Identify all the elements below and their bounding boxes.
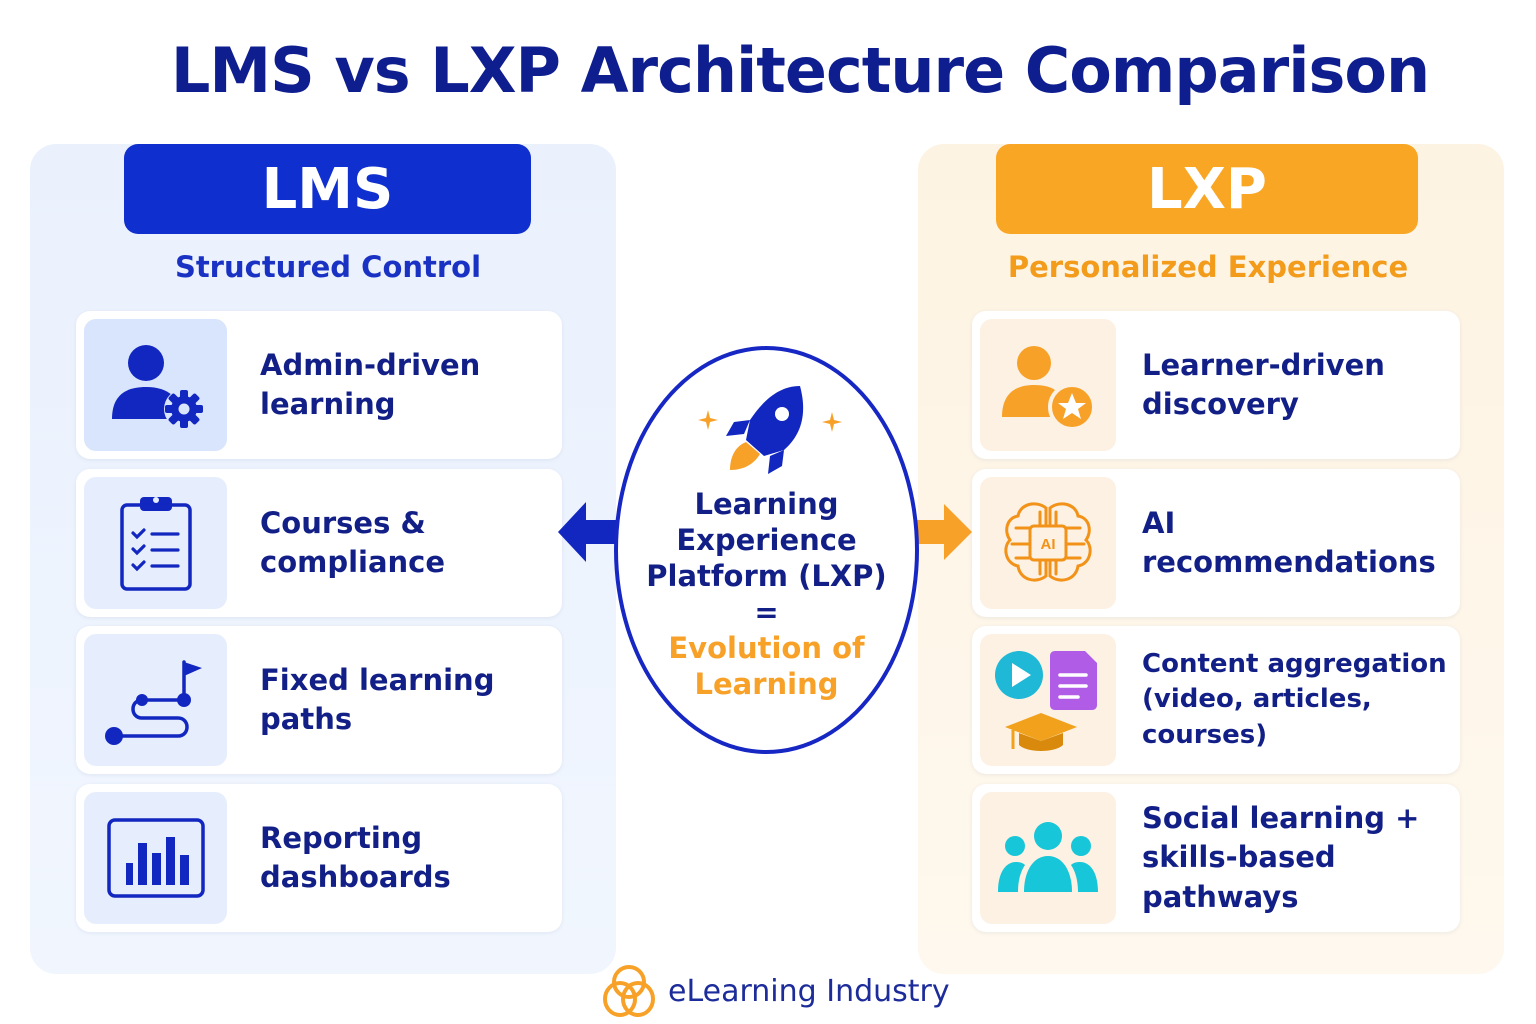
brand-name: eLearning Industry <box>668 973 950 1009</box>
lms-card-admin: Admin-driven learning <box>76 311 562 459</box>
lms-panel: LMS Structured Control <box>30 144 616 974</box>
clipboard-checklist-icon <box>84 477 227 609</box>
arrow-right-icon <box>914 504 972 560</box>
bar-chart-icon <box>84 792 227 924</box>
lxp-item-label: Social learning + skills-based pathways <box>1142 801 1420 914</box>
arrow-left-icon <box>558 502 618 562</box>
rocket-icon <box>698 386 842 474</box>
center-text: Learning Experience Platform (LXP) = Evo… <box>618 486 915 702</box>
lxp-item-label: Learner-driven discovery <box>1142 347 1385 421</box>
lxp-badge: LXP <box>996 144 1418 234</box>
lms-card-reporting: Reporting dashboards <box>76 784 562 932</box>
content-mix-icon <box>980 634 1116 766</box>
people-group-icon <box>980 792 1116 924</box>
brand-footer: eLearning Industry <box>600 962 950 1020</box>
center-equals: = <box>754 595 779 629</box>
lxp-item-label: AI recommendations <box>1142 505 1436 579</box>
lms-item-label: Admin-driven learning <box>260 347 481 421</box>
center-accent-line1: Evolution of <box>668 631 865 665</box>
lms-card-courses: Courses & compliance <box>76 469 562 617</box>
lxp-panel: LXP Personalized Experience Learner-driv… <box>918 144 1504 974</box>
lxp-card-social: Social learning + skills-based pathways <box>972 784 1460 932</box>
center-line2: Experience <box>676 523 857 557</box>
lxp-subtitle: Personalized Experience <box>1007 250 1409 284</box>
lxp-card-discovery: Learner-driven discovery <box>972 311 1460 459</box>
lms-item-label: Courses & compliance <box>260 505 446 579</box>
lxp-item-label: Content aggregation (video, articles, co… <box>1142 649 1447 750</box>
user-star-icon <box>980 319 1116 451</box>
page-title: LMS vs LXP Architecture Comparison <box>170 34 1430 107</box>
center-line1: Learning <box>694 487 839 521</box>
ai-brain-icon: AI <box>980 477 1116 609</box>
lms-subtitle: Structured Control <box>174 250 482 284</box>
svg-text:AI: AI <box>1041 536 1056 553</box>
lms-item-label: Fixed learning paths <box>260 662 495 736</box>
center-accent-line2: Learning <box>694 667 839 701</box>
user-gear-icon <box>84 319 227 451</box>
path-flag-icon <box>84 634 227 766</box>
lms-card-paths: Fixed learning paths <box>76 626 562 774</box>
elearning-logo-icon <box>603 965 655 1017</box>
center-line3: Platform (LXP) <box>646 559 887 593</box>
lms-item-label: Reporting dashboards <box>260 820 451 894</box>
lxp-card-ai: AI AI recommendations <box>972 469 1460 617</box>
center-evolution-oval: Learning Experience Platform (LXP) = Evo… <box>614 346 919 754</box>
lxp-card-content: Content aggregation (video, articles, co… <box>972 626 1460 774</box>
lms-badge: LMS <box>124 144 531 234</box>
